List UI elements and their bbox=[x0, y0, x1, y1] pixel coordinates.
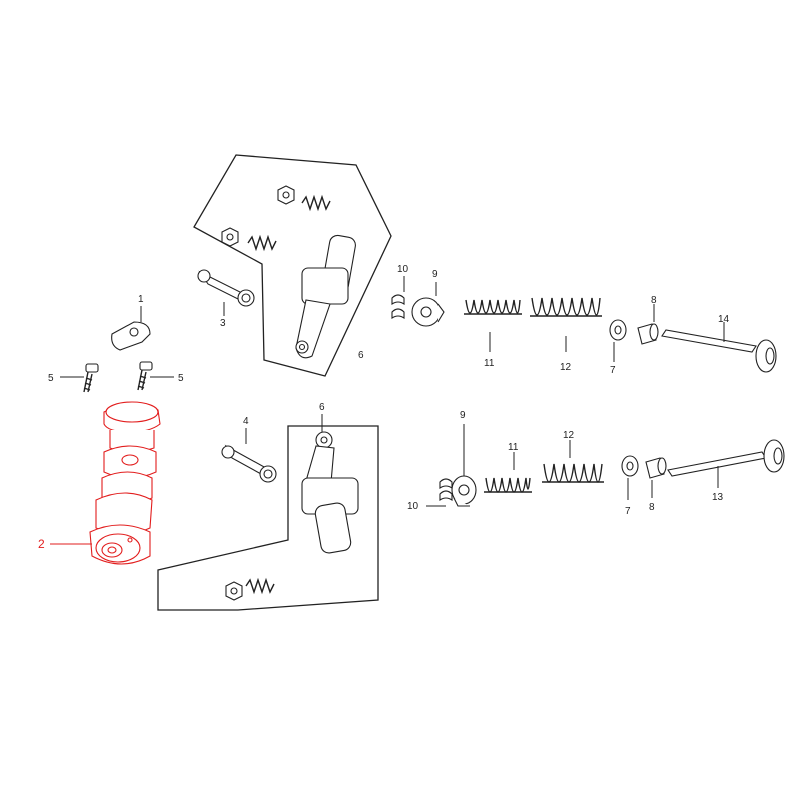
upper-group-outline bbox=[193, 154, 392, 377]
callout-8-lower: 8 bbox=[649, 502, 655, 513]
upper-valve-guide-8 bbox=[637, 323, 659, 345]
upper-inner-spring-11 bbox=[464, 299, 522, 315]
callout-2: 2 bbox=[38, 537, 45, 551]
callout-6-lower: 6 bbox=[319, 402, 325, 413]
upper-valve-seal-7 bbox=[609, 319, 627, 341]
lower-valve-cotter-10 bbox=[439, 478, 453, 502]
cam-plate-1 bbox=[111, 321, 151, 351]
callout-3: 3 bbox=[220, 318, 226, 329]
callout-10-lower: 10 bbox=[407, 501, 419, 512]
rocker-shaft-3 bbox=[197, 269, 255, 307]
upper-adjust-nut-1 bbox=[277, 185, 295, 205]
callout-10-upper: 10 bbox=[397, 264, 409, 275]
callout-9-lower: 9 bbox=[460, 410, 466, 421]
upper-outer-spring-12 bbox=[530, 297, 602, 317]
callout-5-left: 5 bbox=[48, 373, 54, 384]
callout-4: 4 bbox=[243, 416, 249, 427]
callout-11-upper: 11 bbox=[484, 358, 495, 369]
callout-8-upper: 8 bbox=[651, 295, 657, 306]
callout-7-upper: 7 bbox=[610, 365, 616, 376]
callout-1: 1 bbox=[138, 294, 144, 305]
callout-14: 14 bbox=[718, 314, 730, 325]
lower-valve-13 bbox=[667, 439, 785, 477]
lower-valve-guide-8 bbox=[645, 457, 667, 479]
callout-11-lower: 11 bbox=[508, 442, 519, 453]
lower-rocker-arm bbox=[301, 431, 359, 554]
lower-inner-spring-11 bbox=[484, 477, 532, 493]
upper-adjust-nut-2 bbox=[221, 227, 239, 247]
callout-13: 13 bbox=[712, 492, 724, 503]
lower-valve-seal-7 bbox=[621, 455, 639, 477]
upper-valve-cotter-10 bbox=[391, 294, 405, 320]
bolt-5-right bbox=[137, 361, 153, 391]
camshaft-2-highlighted bbox=[89, 401, 161, 565]
lower-valve-retainer-9 bbox=[451, 475, 477, 507]
callout-9-upper: 9 bbox=[432, 269, 438, 280]
lower-group-outline bbox=[157, 425, 379, 611]
callout-6-upper: 6 bbox=[358, 350, 364, 361]
callout-5-right: 5 bbox=[178, 373, 184, 384]
rocker-shaft-4 bbox=[221, 444, 277, 483]
upper-rocker-arm bbox=[295, 234, 356, 359]
callout-12-upper: 12 bbox=[560, 362, 572, 373]
lower-outer-spring-12 bbox=[542, 463, 604, 483]
upper-valve-14 bbox=[661, 329, 777, 373]
upper-adjust-screw-1 bbox=[301, 194, 331, 212]
lower-adjust-nut bbox=[225, 581, 243, 601]
bolt-5-left bbox=[83, 363, 99, 393]
callout-12-lower: 12 bbox=[563, 430, 575, 441]
lower-adjust-screw bbox=[245, 577, 275, 595]
upper-adjust-screw-2 bbox=[247, 234, 277, 252]
callout-7-lower: 7 bbox=[625, 506, 631, 517]
upper-valve-retainer-9 bbox=[411, 297, 445, 327]
